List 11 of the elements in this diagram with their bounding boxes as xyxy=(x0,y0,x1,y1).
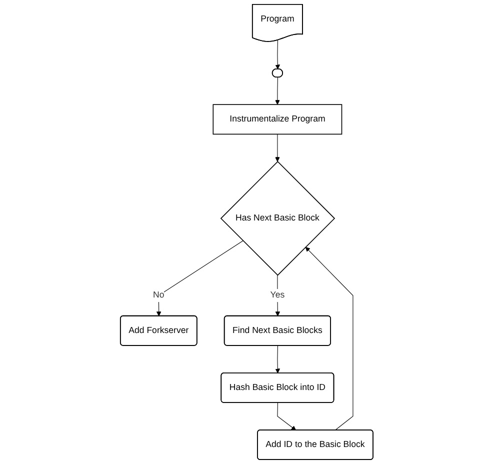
arrow xyxy=(156,240,244,316)
node-box: Instrumentalize Program xyxy=(213,104,342,135)
edge-label: Yes xyxy=(270,290,285,300)
arrow xyxy=(306,246,354,430)
arrow xyxy=(275,134,280,162)
edge-label: No xyxy=(153,290,165,300)
arrow xyxy=(275,77,280,105)
node-diamond: Has Next Basic Block xyxy=(220,161,336,276)
arrow xyxy=(277,402,296,430)
arrow xyxy=(276,40,280,70)
arrow xyxy=(276,345,280,374)
